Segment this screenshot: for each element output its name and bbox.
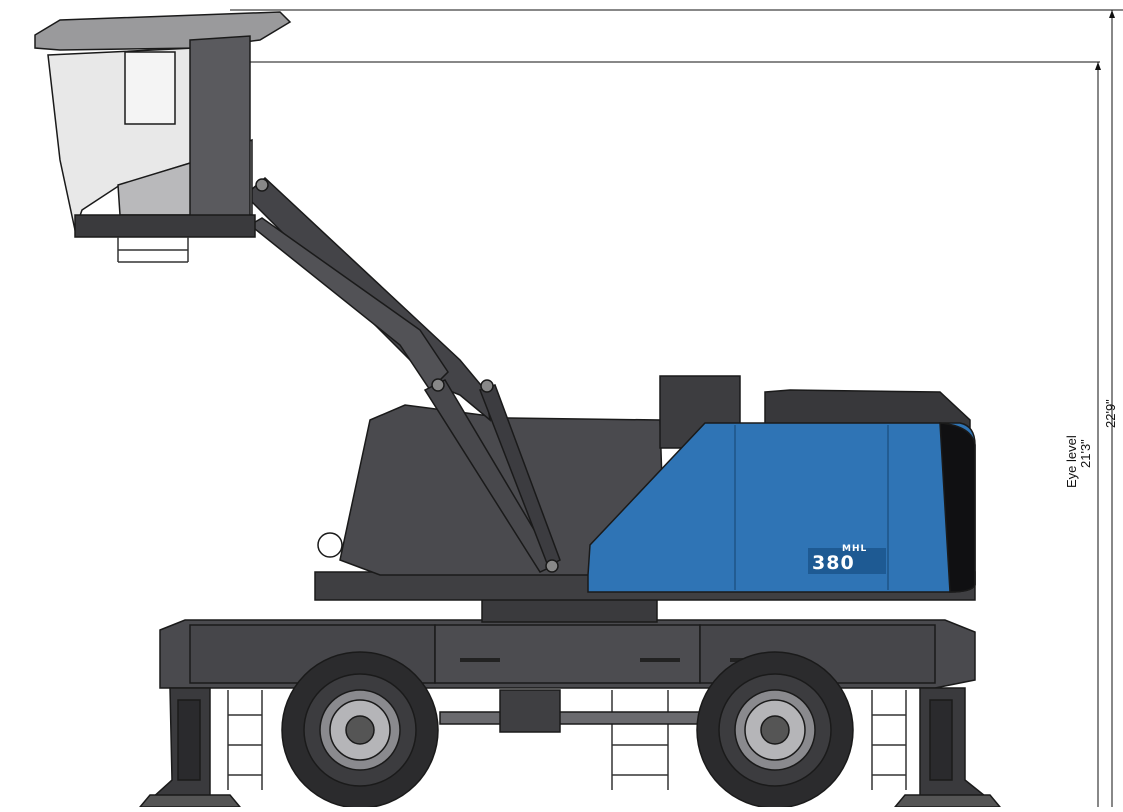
dimension-lines — [180, 9, 1123, 807]
cab-boom — [243, 176, 561, 573]
operator-cab — [34, 11, 292, 263]
chassis-center-panel — [434, 624, 701, 684]
outrigger-left-pad — [138, 794, 242, 808]
overall-height-value: 22'9" — [1103, 399, 1118, 428]
boom-arm-lower — [248, 217, 449, 392]
wheel-rear — [281, 651, 439, 809]
outrigger-left-cylinder — [177, 699, 201, 781]
slewing-ring — [481, 597, 658, 623]
model-badge-series: MHL — [842, 544, 868, 554]
cab-step — [117, 237, 189, 263]
cab-door-window — [124, 51, 176, 125]
cab-floor — [74, 214, 256, 238]
ladder-left — [227, 690, 263, 790]
transmission — [499, 689, 561, 733]
counterweight — [939, 422, 976, 593]
upper-carriage — [314, 375, 976, 601]
eye-level-value: 21'3" — [1078, 439, 1093, 468]
eye-level-arrow — [1095, 62, 1101, 70]
wheel-front — [696, 651, 854, 809]
boom-pin — [431, 378, 445, 392]
undercarriage — [138, 619, 1002, 809]
ladder-center — [611, 690, 669, 790]
overall-height-arrow — [1109, 10, 1115, 18]
eye-level-title: Eye level — [1064, 435, 1079, 488]
boom-pin — [545, 559, 559, 573]
drive-shaft — [439, 711, 701, 725]
model-badge-model: 380 — [812, 552, 855, 574]
cab-rear-wall — [189, 35, 251, 231]
boom-pin — [480, 379, 494, 393]
cab-roof — [34, 11, 292, 51]
mount-eye — [317, 532, 343, 558]
boom-pin — [255, 178, 269, 192]
outrigger-right-cylinder — [929, 699, 953, 781]
ladder-right — [871, 690, 907, 790]
model-badge — [808, 548, 886, 574]
outrigger-right-pad — [893, 794, 1002, 808]
